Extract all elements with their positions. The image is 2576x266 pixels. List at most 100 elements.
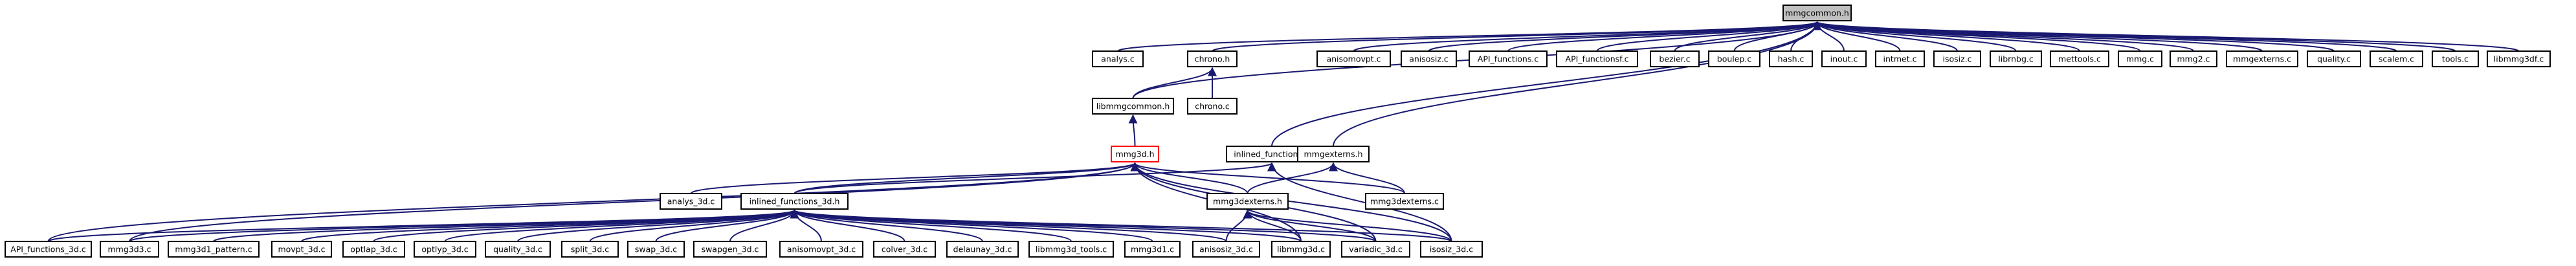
- node-swapgen-3d-c[interactable]: swapgen_3d.c: [693, 241, 767, 258]
- node-box: [1297, 146, 1370, 162]
- node-label: tools.c: [2442, 54, 2469, 64]
- node-boulep-c[interactable]: boulep.c: [1708, 50, 1760, 67]
- node-anisosiz-3d-c[interactable]: anisosiz_3d.c: [1192, 241, 1260, 258]
- node-librnbg-c[interactable]: librnbg.c: [1990, 50, 2042, 67]
- node-label: swap_3d.c: [635, 245, 677, 254]
- node-label: optlyp_3d.c: [421, 245, 468, 254]
- node-box: [1111, 146, 1159, 162]
- node-box: [1316, 50, 1391, 67]
- node-box: [561, 241, 619, 258]
- node-box: [627, 241, 685, 258]
- node-optlap-3d-c[interactable]: optlap_3d.c: [342, 241, 405, 258]
- node-anisomovpt-c[interactable]: anisomovpt.c: [1316, 50, 1391, 67]
- node-movpt-3d-c[interactable]: movpt_3d.c: [271, 241, 332, 258]
- node-hash-c[interactable]: hash.c: [1769, 50, 1813, 67]
- edge-delaunay-3d-c-to-inlined-functions-3d-h: [790, 209, 983, 242]
- edge-inlined-functions-3d-h-to-mmg3d-h: [794, 162, 1140, 194]
- node-bezier-c[interactable]: bezier.c: [1650, 50, 1700, 67]
- node-libmmg3df-c[interactable]: libmmg3df.c: [2487, 50, 2551, 67]
- node-API-functionsf-c[interactable]: API_functionsf.c: [1556, 50, 1638, 67]
- node-API-functions-c[interactable]: API_functions.c: [1469, 50, 1548, 67]
- node-box: [693, 241, 767, 258]
- node-label: inlined_functions.h: [1234, 150, 1310, 159]
- node-box: [342, 241, 405, 258]
- node-quality-c[interactable]: quality.c: [2307, 50, 2361, 67]
- node-swap-3d-c[interactable]: swap_3d.c: [627, 241, 685, 258]
- edge-mmg3dexterns-c-to-mmgexterns-h: [1329, 162, 1405, 194]
- node-box: [1092, 50, 1144, 67]
- node-analys-3d-c[interactable]: analys_3d.c: [660, 193, 722, 210]
- edge-libmmg3df-c-to-mmgcommon-h: [1813, 21, 2520, 52]
- node-tools-c[interactable]: tools.c: [2432, 50, 2479, 67]
- node-scalem-c[interactable]: scalem.c: [2370, 50, 2423, 67]
- node-label: scalem.c: [2379, 54, 2414, 64]
- node-isosiz-3d-c[interactable]: isosiz_3d.c: [1420, 241, 1483, 258]
- node-box: [1092, 98, 1174, 115]
- node-box: [1365, 193, 1444, 210]
- node-libmmg3d-c[interactable]: libmmg3d.c: [1271, 241, 1331, 258]
- node-anisosiz-c[interactable]: anisosiz.c: [1401, 50, 1457, 67]
- node-mmg3dexterns-h[interactable]: mmg3dexterns.h: [1206, 193, 1289, 210]
- node-mmgcommon-h[interactable]: mmgcommon.h: [1782, 5, 1852, 21]
- node-mmg3d1-c[interactable]: mmg3d1.c: [1124, 241, 1181, 258]
- node-label: API_functions.c: [1478, 54, 1539, 64]
- edge-mmg3d3-c-to-mmg3d-h: [129, 162, 1140, 242]
- node-split-3d-c[interactable]: split_3d.c: [561, 241, 619, 258]
- edge-isosiz-3d-c-to-mmg3dexterns-h: [1243, 209, 1452, 242]
- node-label: optlap_3d.c: [350, 245, 397, 254]
- node-box: [2432, 50, 2479, 67]
- edge-mmg3dexterns-h-to-mmg3d-h: [1130, 162, 1249, 194]
- node-box: [1469, 50, 1548, 67]
- node-label: delaunay_3d.c: [953, 245, 1012, 254]
- node-delaunay-3d-c[interactable]: delaunay_3d.c: [946, 241, 1019, 258]
- node-label: anisosiz.c: [1409, 54, 1449, 64]
- node-label: inlined_functions_3d.h: [749, 197, 840, 206]
- node-label: mmg.c: [2126, 54, 2154, 64]
- node-label: split_3d.c: [571, 245, 609, 254]
- edge-analys-c-to-mmgcommon-h: [1117, 21, 1821, 52]
- node-mmg-c[interactable]: mmg.c: [2118, 50, 2162, 67]
- node-libmmg3d-tools-c[interactable]: libmmg3d_tools.c: [1028, 241, 1114, 258]
- node-mettools-c[interactable]: mettools.c: [2050, 50, 2109, 67]
- edge-optlyp-3d-c-to-inlined-functions-3d-h: [444, 209, 799, 242]
- edge-mmgexterns-h-to-mmgcommon-h: [1333, 21, 1822, 147]
- node-label: intmet.c: [1883, 54, 1917, 64]
- node-mmg2-c[interactable]: mmg2.c: [2170, 50, 2217, 67]
- node-API-functions-3d-c[interactable]: API_functions_3d.c: [5, 241, 92, 258]
- node-label: anisomovpt.c: [1326, 54, 1381, 64]
- node-analys-c[interactable]: analys.c: [1092, 50, 1144, 67]
- node-chrono-c[interactable]: chrono.c: [1187, 98, 1238, 115]
- node-label: swapgen_3d.c: [702, 245, 759, 254]
- node-mmg3d3-c[interactable]: mmg3d3.c: [100, 241, 159, 258]
- edge-libmmgcommon-h-to-chrono-h: [1132, 67, 1217, 99]
- node-libmmgcommon-h[interactable]: libmmgcommon.h: [1092, 98, 1174, 115]
- node-chrono-h[interactable]: chrono.h: [1187, 50, 1238, 67]
- node-box: [1875, 50, 1925, 67]
- node-box: [1124, 241, 1181, 258]
- node-mmgexterns-c[interactable]: mmgexterns.c: [2226, 50, 2298, 67]
- node-box: [1650, 50, 1700, 67]
- node-box: [740, 193, 849, 210]
- edge-bezier-c-to-mmgcommon-h: [1674, 21, 1822, 52]
- node-intmet-c[interactable]: intmet.c: [1875, 50, 1925, 67]
- node-box: [1556, 50, 1638, 67]
- edge-split-3d-c-to-inlined-functions-3d-h: [589, 209, 799, 242]
- node-label: variadic_3d.c: [1349, 245, 1403, 254]
- node-layer: mmgcommon.h analys.c chrono.h anisomovpt.c a…: [5, 5, 2551, 258]
- node-optlyp-3d-c[interactable]: optlyp_3d.c: [414, 241, 476, 258]
- node-label: mettools.c: [2058, 54, 2101, 64]
- node-mmg3d-h[interactable]: mmg3d.h: [1111, 146, 1159, 162]
- node-isosiz-c[interactable]: isosiz.c: [1933, 50, 1981, 67]
- node-colver-3d-c[interactable]: colver_3d.c: [873, 241, 936, 258]
- node-box: [1933, 50, 1981, 67]
- node-quality-3d-c[interactable]: quality_3d.c: [485, 241, 551, 258]
- node-variadic-3d-c[interactable]: variadic_3d.c: [1341, 241, 1410, 258]
- node-mmgexterns-h[interactable]: mmgexterns.h: [1297, 146, 1370, 162]
- node-label: mmg3d.h: [1115, 150, 1154, 159]
- node-mmg3dexterns-c[interactable]: mmg3dexterns.c: [1365, 193, 1444, 210]
- node-inlined-functions-3d-h[interactable]: inlined_functions_3d.h: [740, 193, 849, 210]
- node-box: [271, 241, 332, 258]
- node-anisomovpt-3d-c[interactable]: anisomovpt_3d.c: [779, 241, 863, 258]
- node-mmg3d1-pattern-c[interactable]: mmg3d1_pattern.c: [168, 241, 260, 258]
- node-inout-c[interactable]: inout.c: [1821, 50, 1867, 67]
